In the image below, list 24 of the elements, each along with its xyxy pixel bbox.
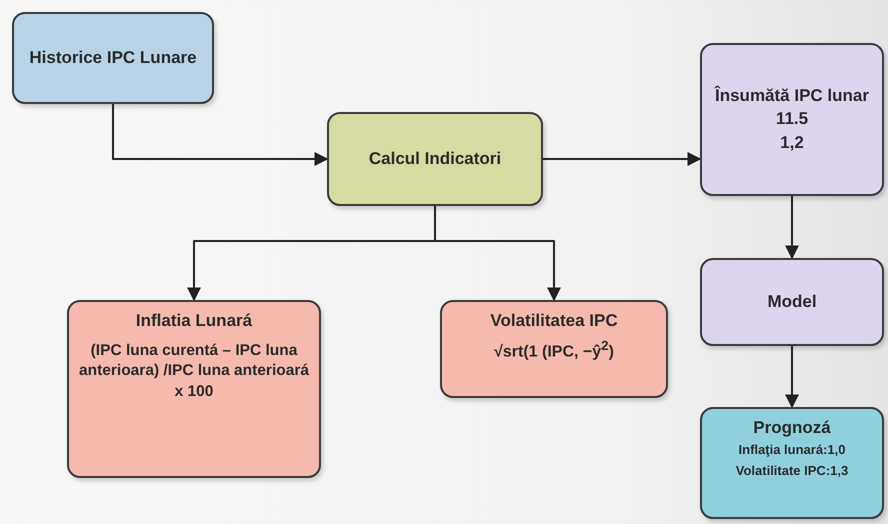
arrow [112, 104, 328, 166]
box-heading: Calcul Indicatori [368, 148, 502, 170]
box-heading: Volatilitatea IPC [490, 310, 618, 332]
arrow [543, 152, 702, 166]
box-heading: Însumătă IPC lunar [715, 84, 869, 106]
process-box [440, 300, 668, 398]
process-box [700, 407, 884, 519]
process-box [67, 300, 321, 478]
process-box [327, 112, 543, 206]
process-box [700, 258, 884, 346]
arrow [785, 346, 799, 408]
box-text: (IPC luna curentá – IPC luna anterioara) /IPC luna anterioará x 100 [78, 341, 310, 402]
box-heading: Inflatia Lunará [136, 310, 252, 332]
process-box [700, 43, 884, 196]
box-heading: Historice IPC Lunare [29, 47, 197, 69]
box-heading: Prognozá [753, 417, 831, 438]
box-text: Inflaţia lunará:1,0 [738, 442, 846, 460]
box-text: 11.5 [776, 108, 808, 130]
arrow [785, 196, 799, 260]
box-text: Volatilitate IPC:1,3 [736, 463, 848, 480]
box-heading: Model [767, 291, 817, 313]
box-text: 1,2 [780, 132, 804, 154]
box-text: √srt(1 (IPC, −ŷ$^{2}$) [494, 337, 614, 363]
process-box [12, 12, 214, 104]
